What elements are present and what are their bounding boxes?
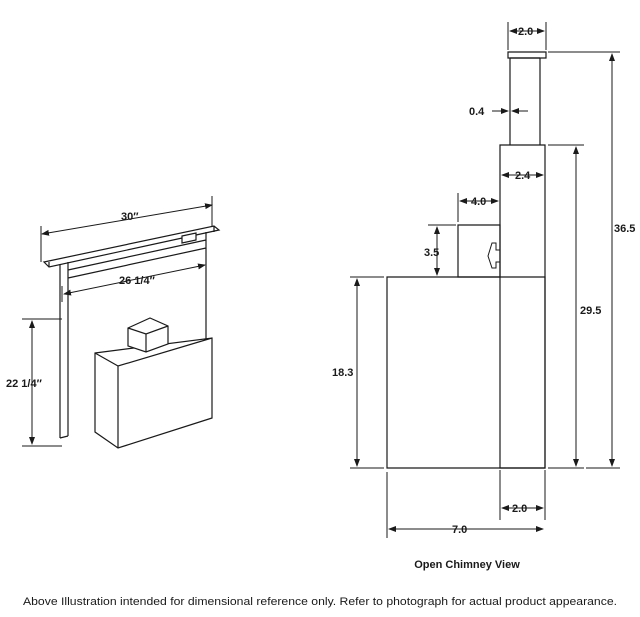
mount-bracket: [487, 242, 501, 269]
label-chimney-width: 2.4: [515, 170, 531, 182]
footnote: Above Illustration intended for dimensio…: [23, 596, 617, 608]
label-cap-width: 2.0: [518, 26, 533, 38]
label-tab-depth: 0.4: [469, 106, 485, 118]
label-base-depth: 2.0: [512, 503, 527, 515]
dim-line-26-1-4: [63, 263, 206, 296]
side-view: [386, 51, 547, 469]
side-motor-box: [457, 224, 501, 278]
label-width-top: 30″: [121, 211, 139, 223]
label-chimney-height: 29.5: [580, 305, 601, 317]
motor-box: [127, 317, 169, 353]
label-body-height: 18.3: [332, 367, 353, 379]
rail-notch: [181, 232, 197, 244]
view-caption: Open Chimney View: [414, 559, 520, 571]
lower-chimney: [499, 144, 546, 469]
label-height-left: 22 1/4″: [6, 378, 43, 390]
upper-chimney: [509, 57, 541, 145]
main-body: [386, 276, 546, 469]
perspective-dimensions: [22, 196, 213, 447]
side-dimensions: [350, 22, 620, 538]
label-box-height: 3.5: [424, 247, 439, 259]
dim-line-30: [41, 203, 213, 236]
back-panel: [59, 232, 207, 439]
top-rail: [42, 225, 221, 268]
label-width-inner: 26 1/4″: [119, 275, 156, 287]
label-total-height: 36.5: [614, 223, 635, 235]
label-offset: 4.0: [471, 196, 486, 208]
chimney-cap: [507, 51, 547, 59]
label-total-depth: 7.0: [452, 524, 467, 536]
body-box: [94, 337, 213, 449]
perspective-view: [42, 225, 221, 449]
